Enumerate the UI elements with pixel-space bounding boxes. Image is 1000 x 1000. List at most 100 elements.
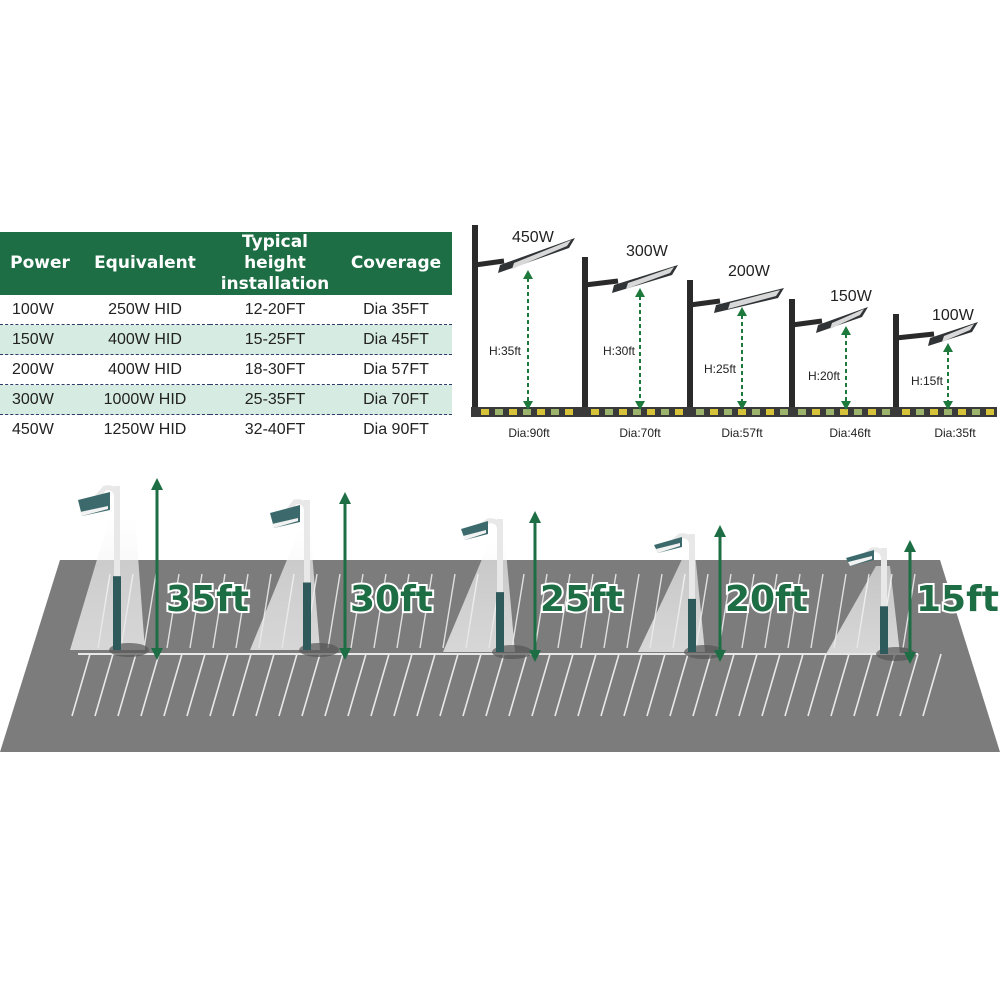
stall-line [741,573,755,649]
stall-line [462,653,482,717]
stall-line [580,573,594,649]
stall-line [764,573,778,649]
stall-line [235,573,249,649]
ground-marker [633,409,641,415]
stall-line [393,653,413,717]
stall-line [715,653,735,717]
table-row: 300W 1000W HID 25-35FT Dia 70FT [0,384,452,415]
cell-power: 200W [0,354,80,385]
lamp-lens [463,530,486,540]
pole-upper [304,500,310,583]
stall-line [554,653,574,717]
cell-power: 450W [12,420,54,438]
cell-height: 25-35FT [210,384,340,415]
stall-line [899,653,919,717]
stall-line [189,573,203,649]
stall-line [186,653,206,717]
ground-marker [619,409,627,415]
arrow-head-up [841,326,851,335]
ground-marker [840,409,848,415]
cell-equivalent: 1250W HID [103,420,187,438]
stall-line [626,573,640,649]
stall-line [439,653,459,717]
stall-line [140,653,160,717]
ground-marker [972,409,980,415]
light-cone [250,528,320,650]
ground-marker [798,409,806,415]
led-panel [728,290,780,309]
stall-line [255,653,275,717]
stall-line [922,653,942,717]
pole-lower [880,606,888,654]
pole-lower [688,598,696,652]
fixture-watt-label: 150W [830,288,873,305]
stall-line [876,653,896,717]
stall-line [232,653,252,717]
ground-marker [675,409,683,415]
arrow-head-down [529,650,541,662]
cell-height: 32-40FT [244,420,306,438]
cell-equivalent: 400W HID [80,354,210,385]
stall-line [810,573,824,649]
pole [893,314,899,416]
ground-marker [565,409,573,415]
ground-marker [986,409,994,415]
ground-marker [495,409,503,415]
ground-marker [509,409,517,415]
ground-marker [696,409,704,415]
stall-line [143,573,157,649]
ground-marker [902,409,910,415]
parking-lamp-15ft: 15ft [826,540,1000,664]
arrow-head-down [943,401,953,410]
header-power: Power [0,232,80,295]
parking-height-label: 20ft [725,579,808,620]
stall-line [442,573,456,649]
ground-marker [647,409,655,415]
stall-line [212,573,226,649]
ground-marker [812,409,820,415]
stall-line [508,653,528,717]
stall-line [166,573,180,649]
arrow-head-up [714,525,726,537]
ground-marker [780,409,788,415]
fixture-dia-label: Dia:70ft [619,426,661,440]
ground-marker [958,409,966,415]
stall-line [600,653,620,717]
fixture-height-label: H:35ft [489,344,522,358]
fixtures-diagram: 450WH:35ftDia:90ft300WH:30ftDia:70ft200W… [471,225,997,440]
parking-height-label: 25ft [540,579,623,620]
stall-line [784,653,804,717]
parking-height-label: 35ft [166,579,249,620]
cell-equivalent: 250W HID [80,295,210,325]
ground-marker [854,409,862,415]
cell-equivalent: 400W HID [80,324,210,355]
arrow-head-up [904,540,916,552]
light-cone [70,516,145,650]
stall-line [738,653,758,717]
stall-line [833,573,847,649]
cell-power: 100W [0,295,80,325]
table-row: 150W 400W HID 15-25FT Dia 45FT [0,324,452,355]
stall-line [485,653,505,717]
lamp-lens [272,518,298,528]
fixture-height-label: H:20ft [808,369,841,383]
stall-line [416,653,436,717]
ground-marker [882,409,890,415]
parking-height-label: 15ft [916,579,999,620]
stall-line [117,653,137,717]
lamp-lens [848,556,872,566]
arm [584,278,619,288]
stall-line [347,653,367,717]
pole [472,225,478,416]
stall-line [301,653,321,717]
stall-line [94,653,114,717]
stall-line [830,653,850,717]
stall-line [603,573,617,649]
pole [687,280,693,416]
cell-coverage: Dia 70FT [340,384,452,415]
fixture-dia-label: Dia:46ft [829,426,871,440]
stall-line [577,653,597,717]
fixture-watt-label: 200W [728,263,771,280]
